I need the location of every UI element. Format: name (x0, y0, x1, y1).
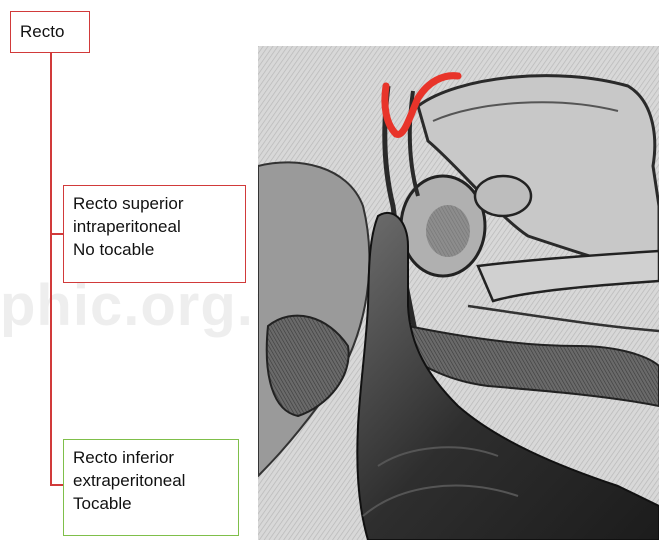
root-label: Recto (20, 20, 89, 43)
connector-trunk (50, 53, 52, 485)
root-node: Recto (10, 11, 90, 53)
child-label-line: Recto inferior (73, 446, 238, 469)
child-label-line: Tocable (73, 492, 238, 515)
connector-branch-superior (50, 233, 63, 235)
child-node-superior: Recto superior intraperitoneal No tocabl… (63, 185, 246, 283)
anatomy-illustration (258, 46, 659, 540)
child-label-line: intraperitoneal (73, 215, 245, 238)
child-label-line: Recto superior (73, 192, 245, 215)
child-label-line: No tocable (73, 238, 245, 261)
connector-branch-inferior (50, 484, 63, 486)
child-label-line: extraperitoneal (73, 469, 238, 492)
child-node-inferior: Recto inferior extraperitoneal Tocable (63, 439, 239, 536)
